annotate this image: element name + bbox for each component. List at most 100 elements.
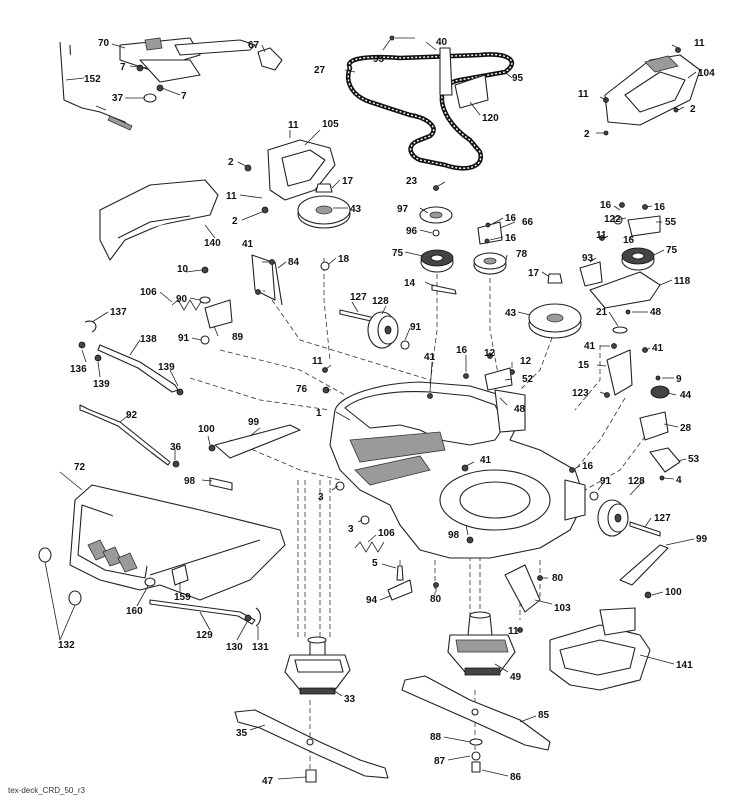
blade-right-85 — [401, 675, 551, 773]
callout-11: 11 — [578, 89, 589, 100]
callout-41: 41 — [584, 341, 596, 352]
callout-53: 53 — [688, 454, 700, 465]
callout-91: 91 — [600, 476, 612, 487]
callout-152: 152 — [84, 74, 101, 85]
callout-41: 41 — [242, 239, 254, 250]
callout-78: 78 — [516, 249, 528, 260]
callout-127: 127 — [654, 513, 671, 524]
callout-122: 122 — [604, 214, 621, 225]
alignment-lines — [189, 258, 651, 770]
callout-75: 75 — [666, 245, 678, 256]
spindle-left-33 — [284, 636, 351, 695]
callout-66: 66 — [522, 217, 534, 228]
callout-85: 85 — [538, 710, 550, 721]
callout-87: 87 — [434, 756, 446, 767]
callout-80: 80 — [552, 573, 564, 584]
callout-120: 120 — [482, 113, 499, 124]
leader-lines — [44, 39, 697, 780]
callout-44: 44 — [680, 390, 692, 401]
callout-11: 11 — [694, 38, 705, 49]
callout-140: 140 — [204, 238, 221, 249]
callout-130: 130 — [226, 642, 243, 653]
drive-belt — [345, 35, 514, 171]
callout-14: 14 — [404, 278, 416, 289]
spindle-right-49 — [447, 611, 516, 676]
callout-17: 17 — [528, 268, 540, 279]
callout-95: 95 — [373, 54, 385, 65]
callout-17: 17 — [342, 176, 354, 187]
discharge-chute — [38, 484, 286, 627]
callout-75: 75 — [392, 248, 404, 259]
diagram-reference-label: tex-deck_CRD_50_r3 — [8, 786, 85, 795]
callout-72: 72 — [74, 462, 86, 473]
callout-16: 16 — [654, 202, 666, 213]
callout-123: 123 — [572, 388, 589, 399]
callout-52: 52 — [522, 374, 534, 385]
callout-49: 49 — [510, 672, 522, 683]
callout-16: 16 — [505, 213, 517, 224]
lower-hardware — [335, 481, 651, 691]
callout-16: 16 — [505, 233, 517, 244]
callout-16: 16 — [456, 345, 468, 356]
callout-35: 35 — [236, 728, 248, 739]
callout-84: 84 — [288, 257, 300, 268]
callout-48: 48 — [650, 307, 662, 318]
callout-48: 48 — [514, 404, 526, 415]
callout-92: 92 — [126, 410, 138, 421]
callout-106: 106 — [378, 528, 395, 539]
callout-99: 99 — [696, 534, 708, 545]
anti-scalp-wheel-top — [339, 309, 410, 350]
callout-76: 76 — [296, 384, 308, 395]
callout-98: 98 — [448, 530, 460, 541]
lift-arm-assembly — [59, 37, 283, 131]
callout-159: 159 — [174, 592, 191, 603]
callout-21: 21 — [596, 307, 608, 318]
callout-4: 4 — [676, 475, 682, 486]
callout-131: 131 — [252, 642, 269, 653]
callout-16: 16 — [623, 235, 635, 246]
anti-scalp-wheel-right — [569, 467, 669, 599]
callout-160: 160 — [126, 606, 143, 617]
callout-41: 41 — [480, 455, 492, 466]
blade-left-35 — [234, 709, 389, 783]
callout-118: 118 — [674, 276, 691, 287]
callout-12: 12 — [484, 348, 496, 359]
callout-7: 7 — [120, 62, 126, 73]
callout-100: 100 — [665, 587, 682, 598]
callout-11: 11 — [596, 230, 607, 241]
callout-40: 40 — [436, 37, 448, 48]
callout-16: 16 — [600, 200, 612, 211]
callout-11: 11 — [226, 191, 237, 202]
callout-93: 93 — [582, 253, 594, 264]
callout-97: 97 — [397, 204, 409, 215]
callout-11: 11 — [312, 356, 323, 367]
callout-88: 88 — [430, 732, 442, 743]
callout-91: 91 — [410, 322, 422, 333]
callout-136: 136 — [70, 364, 87, 375]
callout-27: 27 — [314, 65, 326, 76]
callout-11: 11 — [288, 120, 299, 131]
callout-3: 3 — [348, 524, 354, 535]
callout-2: 2 — [584, 129, 590, 140]
callout-16: 16 — [582, 461, 594, 472]
callout-103: 103 — [554, 603, 571, 614]
callout-96: 96 — [406, 226, 418, 237]
callout-23: 23 — [406, 176, 418, 187]
callout-1: 1 — [316, 408, 322, 419]
callout-139: 139 — [93, 379, 110, 390]
callout-36: 36 — [170, 442, 182, 453]
callout-5: 5 — [372, 558, 378, 569]
belt-guard-140 — [99, 179, 219, 261]
callout-86: 86 — [510, 772, 522, 783]
callout-41: 41 — [652, 343, 664, 354]
callout-labels: 70 67 7 7 152 37 27 95 40 95 120 11 104 … — [58, 37, 715, 787]
callout-10: 10 — [177, 264, 189, 275]
callout-2: 2 — [690, 104, 696, 115]
callout-95: 95 — [512, 73, 524, 84]
callout-137: 137 — [110, 307, 127, 318]
callout-11: 11 — [508, 626, 519, 637]
callout-94: 94 — [366, 595, 378, 606]
callout-138: 138 — [140, 334, 157, 345]
callout-100: 100 — [198, 424, 215, 435]
